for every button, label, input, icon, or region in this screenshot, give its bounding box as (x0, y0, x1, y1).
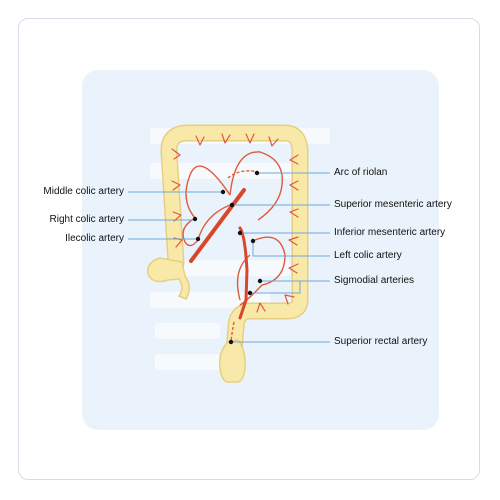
rectal-dashed (230, 321, 235, 343)
sigmoid-arcade (239, 284, 263, 306)
inferior-mesenteric-artery-trunk (238, 226, 249, 320)
dot-left-colic (250, 238, 256, 244)
dot-superior-mesenteric (229, 202, 235, 208)
vasa-recta (171, 133, 299, 313)
arterial-arcades (182, 151, 286, 343)
cecum (147, 257, 190, 300)
pointer-dots (192, 170, 263, 345)
left-colic-arcade (254, 236, 286, 286)
leader-sigmoidal (250, 280, 330, 294)
label-left-colic-artery: Left colic artery (334, 250, 402, 261)
superior-mesenteric-artery-trunk (189, 188, 246, 263)
leader-lines (128, 172, 330, 343)
arc-of-riolan-dashed (227, 170, 259, 179)
background-bar (150, 260, 290, 276)
dot-ileocolic (195, 236, 201, 242)
arc-of-riolan-arcade (229, 151, 284, 221)
label-ileocolic-artery: Ilecolic artery (65, 233, 124, 244)
ileocolic-connection (197, 204, 231, 241)
label-right-colic-artery: Right colic artery (49, 214, 124, 225)
label-inferior-mesenteric-artery: Inferior mesenteric artery (334, 227, 446, 238)
leader-left-colic (252, 241, 330, 257)
label-arc-of-riolan: Arc of riolan (334, 167, 388, 178)
label-sigmoidal-arteries: Sigmodial arteries (334, 275, 415, 286)
rectum (218, 339, 246, 383)
label-superior-rectal-artery: Superior rectal artery (334, 336, 428, 347)
middle-colic-arcade (185, 165, 231, 219)
dot-middle-colic (220, 189, 226, 195)
right-colic-arcade (182, 217, 199, 247)
dot-superior-rectal (228, 339, 234, 345)
dot-inferior-mesenteric (237, 230, 243, 236)
dot-sigmoidal-2 (247, 290, 253, 296)
background-bar (155, 354, 220, 370)
label-superior-mesenteric-artery: Superior mesenteric artery (334, 199, 452, 210)
dot-arc-of-riolan (254, 170, 260, 176)
colon (147, 124, 309, 383)
dot-sigmoidal-1 (257, 278, 263, 284)
main-arteries (189, 188, 249, 320)
background-bar (150, 163, 300, 179)
dot-right-colic (192, 216, 198, 222)
label-middle-colic-artery: Middle colic artery (43, 186, 124, 197)
background-bar (155, 323, 220, 339)
